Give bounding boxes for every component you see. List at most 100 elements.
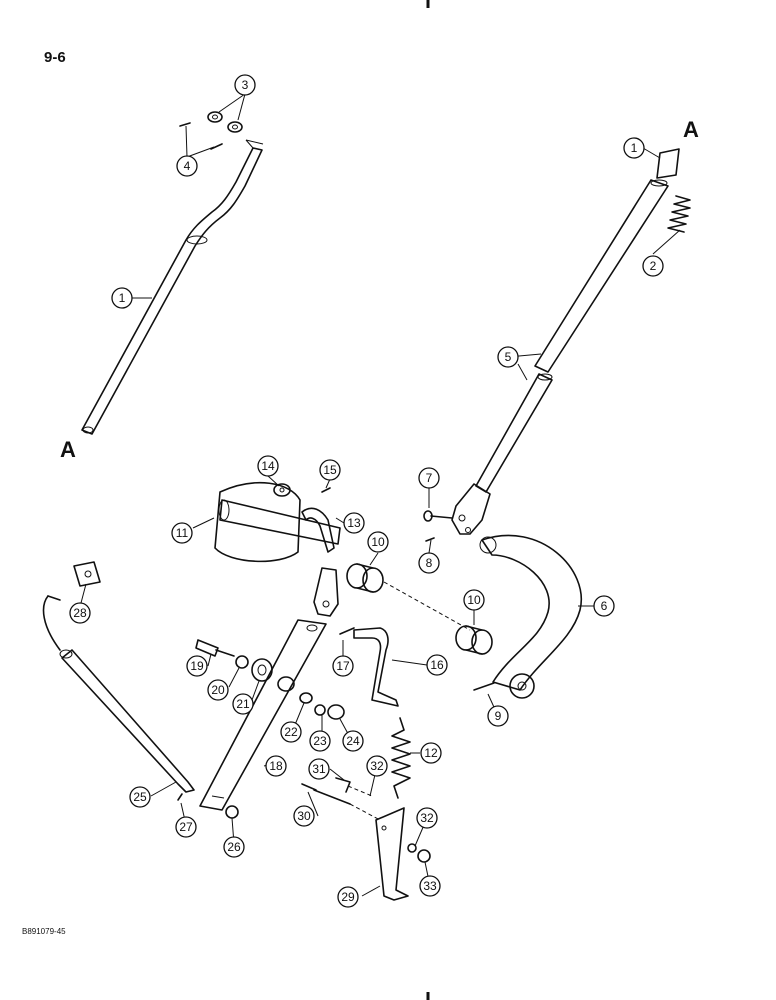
svg-text:11: 11 bbox=[176, 526, 189, 540]
page-number: 9-6 bbox=[44, 49, 66, 66]
svg-text:7: 7 bbox=[426, 471, 433, 485]
rod-upper-left bbox=[81, 139, 264, 435]
svg-text:8: 8 bbox=[426, 556, 433, 570]
callout-1-right: 1 bbox=[623, 137, 645, 159]
mounting-plate bbox=[214, 481, 341, 563]
hook-lever bbox=[473, 534, 583, 699]
svg-text:4: 4 bbox=[184, 159, 191, 173]
bent-rod bbox=[339, 627, 399, 707]
callout-29: 29 bbox=[337, 886, 359, 908]
long-bolt bbox=[301, 783, 381, 821]
break-marker-left: A bbox=[60, 437, 76, 462]
svg-text:21: 21 bbox=[236, 697, 250, 711]
callout-23: 23 bbox=[309, 730, 331, 752]
svg-text:13: 13 bbox=[347, 516, 361, 530]
svg-text:19: 19 bbox=[190, 659, 204, 673]
svg-text:26: 26 bbox=[227, 840, 241, 854]
washer-nut-set bbox=[299, 692, 345, 720]
callout-10-upper: 10 bbox=[367, 531, 389, 553]
svg-text:2: 2 bbox=[650, 259, 657, 273]
svg-text:23: 23 bbox=[313, 734, 327, 748]
callout-30: 30 bbox=[293, 805, 315, 827]
spring-clip bbox=[42, 561, 101, 651]
svg-text:32: 32 bbox=[420, 811, 434, 825]
callout-33: 33 bbox=[419, 875, 441, 897]
pin-small bbox=[177, 793, 183, 801]
callout-5: 5 bbox=[497, 346, 519, 368]
figure-reference: B891079-45 bbox=[22, 927, 66, 936]
callout-19: 19 bbox=[186, 655, 208, 677]
callout-6: 6 bbox=[593, 595, 615, 617]
svg-text:14: 14 bbox=[261, 459, 275, 473]
callout-28: 28 bbox=[69, 602, 91, 624]
short-bolt bbox=[335, 777, 373, 797]
svg-text:33: 33 bbox=[423, 879, 437, 893]
cotter-pins bbox=[179, 122, 223, 150]
callout-21: 21 bbox=[232, 693, 254, 715]
washer-pair bbox=[207, 111, 243, 133]
svg-text:9: 9 bbox=[495, 709, 502, 723]
svg-text:25: 25 bbox=[133, 790, 147, 804]
svg-text:31: 31 bbox=[312, 762, 326, 776]
callout-9: 9 bbox=[487, 705, 509, 727]
callout-12: 12 bbox=[420, 742, 442, 764]
svg-text:12: 12 bbox=[424, 746, 438, 760]
lever-link bbox=[301, 487, 335, 553]
callout-15: 15 bbox=[319, 459, 341, 481]
long-rod bbox=[59, 649, 195, 793]
svg-text:1: 1 bbox=[631, 141, 638, 155]
fork-link bbox=[313, 567, 339, 617]
svg-text:3: 3 bbox=[242, 78, 249, 92]
callout-24: 24 bbox=[342, 730, 364, 752]
svg-text:17: 17 bbox=[336, 659, 350, 673]
svg-text:1: 1 bbox=[119, 291, 126, 305]
svg-text:30: 30 bbox=[297, 809, 311, 823]
callout-4: 4 bbox=[176, 155, 198, 177]
flat-bar bbox=[199, 619, 327, 811]
callout-16: 16 bbox=[426, 654, 448, 676]
callout-18: 18 bbox=[265, 755, 287, 777]
svg-text:16: 16 bbox=[430, 658, 444, 672]
callout-8: 8 bbox=[418, 552, 440, 574]
callout-2: 2 bbox=[642, 255, 664, 277]
tension-spring bbox=[391, 717, 411, 799]
alignment-line bbox=[383, 581, 471, 631]
callout-17: 17 bbox=[332, 655, 354, 677]
svg-text:29: 29 bbox=[341, 890, 355, 904]
svg-text:20: 20 bbox=[211, 683, 225, 697]
callout-7: 7 bbox=[418, 467, 440, 489]
bolt-spacer-set bbox=[195, 639, 273, 682]
callout-22: 22 bbox=[280, 721, 302, 743]
callout-31: 31 bbox=[308, 758, 330, 780]
compression-spring bbox=[667, 195, 691, 233]
callout-1-left: 1 bbox=[111, 287, 133, 309]
bushing-upper bbox=[346, 563, 384, 593]
svg-text:18: 18 bbox=[269, 759, 283, 773]
svg-text:10: 10 bbox=[467, 593, 481, 607]
clevis-pin bbox=[423, 510, 453, 542]
svg-text:28: 28 bbox=[73, 606, 87, 620]
callout-3: 3 bbox=[234, 74, 256, 96]
callout-32-upper: 32 bbox=[366, 755, 388, 777]
break-marker-right: A bbox=[683, 117, 699, 142]
callout-10-lower: 10 bbox=[463, 589, 485, 611]
callout-20: 20 bbox=[207, 679, 229, 701]
callout-14: 14 bbox=[257, 455, 279, 477]
callout-11: 11 bbox=[171, 522, 193, 544]
support-bracket bbox=[375, 807, 431, 901]
callout-27: 27 bbox=[175, 816, 197, 838]
svg-text:15: 15 bbox=[323, 463, 337, 477]
svg-text:10: 10 bbox=[371, 535, 385, 549]
svg-text:24: 24 bbox=[346, 734, 360, 748]
lock-nut bbox=[225, 805, 239, 819]
callout-25: 25 bbox=[129, 786, 151, 808]
svg-text:27: 27 bbox=[179, 820, 193, 834]
svg-text:32: 32 bbox=[370, 759, 384, 773]
svg-text:22: 22 bbox=[284, 725, 298, 739]
callout-13: 13 bbox=[343, 512, 365, 534]
callout-26: 26 bbox=[223, 836, 245, 858]
bushing-lower bbox=[455, 625, 493, 655]
tube-assembly bbox=[451, 148, 680, 535]
callout-32-lower: 32 bbox=[416, 807, 438, 829]
